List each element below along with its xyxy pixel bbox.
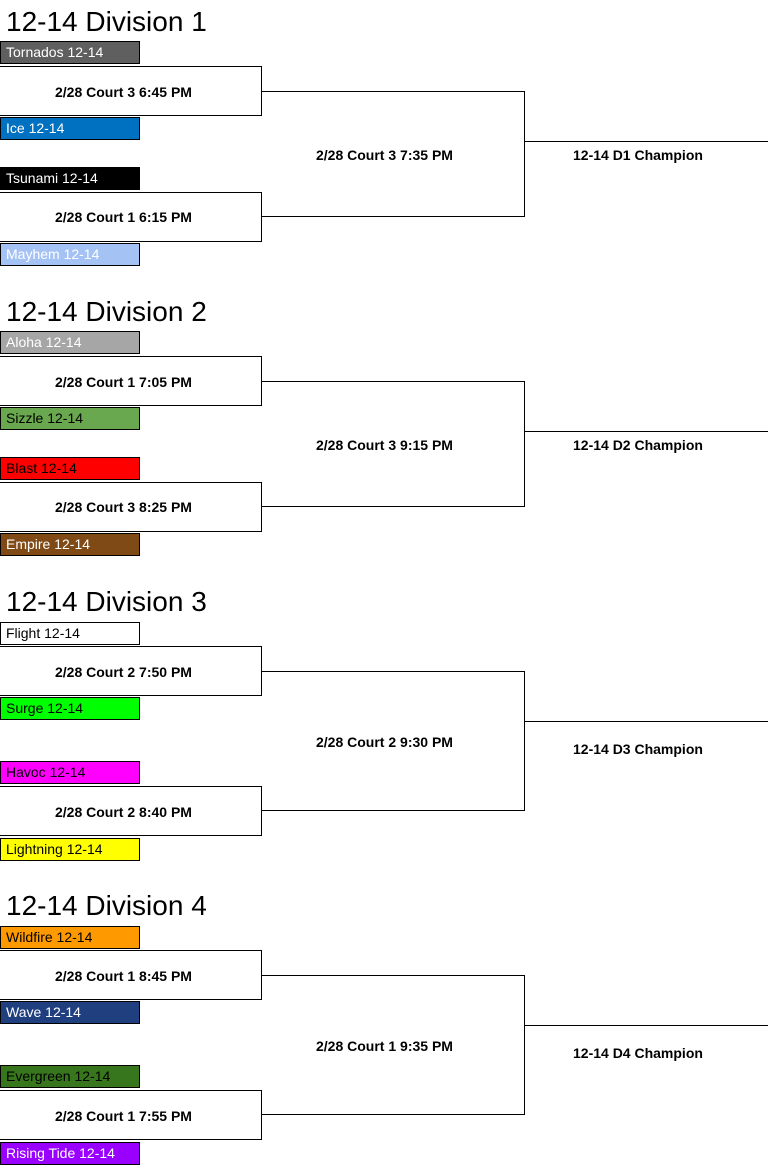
team-cell: Surge 12-14 <box>0 697 140 720</box>
bracket-line <box>261 482 262 532</box>
final-game-label: 2/28 Court 3 9:15 PM <box>316 437 453 453</box>
bracket-line <box>261 786 262 836</box>
team-cell: Rising Tide 12-14 <box>0 1142 140 1165</box>
bracket-line <box>0 115 262 116</box>
bracket-line <box>0 192 262 193</box>
bracket-line <box>261 66 262 116</box>
bracket-line <box>0 482 262 483</box>
bracket-line <box>262 506 525 507</box>
bracket-line <box>0 356 262 357</box>
bracket-line <box>524 671 525 811</box>
team-cell: Ice 12-14 <box>0 117 140 140</box>
bracket-line <box>525 721 768 722</box>
division-title: 12-14 Division 3 <box>6 586 207 617</box>
team-cell: Tornados 12-14 <box>0 41 140 64</box>
bracket-line <box>0 950 262 951</box>
final-game-label: 2/28 Court 1 9:35 PM <box>316 1038 453 1054</box>
team-cell: Evergreen 12-14 <box>0 1065 140 1088</box>
bracket-line <box>261 950 262 1000</box>
semifinal-game-label: 2/28 Court 1 6:15 PM <box>55 209 192 225</box>
bracket-line <box>0 999 262 1000</box>
bracket-line <box>524 91 525 217</box>
bracket-line <box>262 381 525 382</box>
bracket-line <box>261 356 262 406</box>
bracket-line <box>262 671 525 672</box>
bracket-line <box>261 646 262 696</box>
bracket-line <box>0 835 262 836</box>
bracket-line <box>262 1114 525 1115</box>
bracket-line <box>261 1090 262 1140</box>
bracket-line <box>524 381 525 507</box>
semifinal-game-label: 2/28 Court 1 8:45 PM <box>55 968 192 984</box>
bracket-line <box>525 141 768 142</box>
bracket-line <box>0 1139 262 1140</box>
bracket-line <box>0 531 262 532</box>
semifinal-game-label: 2/28 Court 2 7:50 PM <box>55 664 192 680</box>
team-cell: Mayhem 12-14 <box>0 243 140 266</box>
final-game-label: 2/28 Court 2 9:30 PM <box>316 734 453 750</box>
champion-label: 12-14 D3 Champion <box>573 741 703 757</box>
team-cell: Tsunami 12-14 <box>0 167 140 190</box>
team-cell: Lightning 12-14 <box>0 838 140 861</box>
division-title: 12-14 Division 4 <box>6 890 207 921</box>
bracket-line <box>261 192 262 242</box>
team-cell: Wildfire 12-14 <box>0 926 140 949</box>
semifinal-game-label: 2/28 Court 1 7:55 PM <box>55 1108 192 1124</box>
champion-label: 12-14 D1 Champion <box>573 147 703 163</box>
bracket-line <box>0 241 262 242</box>
team-cell: Flight 12-14 <box>0 622 140 645</box>
bracket-line <box>525 1025 768 1026</box>
bracket-line <box>0 405 262 406</box>
semifinal-game-label: 2/28 Court 2 8:40 PM <box>55 804 192 820</box>
team-cell: Blast 12-14 <box>0 457 140 480</box>
bracket-line <box>0 646 262 647</box>
team-cell: Sizzle 12-14 <box>0 407 140 430</box>
bracket-line <box>262 810 525 811</box>
final-game-label: 2/28 Court 3 7:35 PM <box>316 147 453 163</box>
bracket-line <box>525 431 768 432</box>
bracket-line <box>262 91 525 92</box>
semifinal-game-label: 2/28 Court 3 8:25 PM <box>55 499 192 515</box>
champion-label: 12-14 D4 Champion <box>573 1045 703 1061</box>
team-cell: Empire 12-14 <box>0 533 140 556</box>
bracket-line <box>524 975 525 1115</box>
team-cell: Wave 12-14 <box>0 1001 140 1024</box>
team-cell: Aloha 12-14 <box>0 331 140 354</box>
bracket-line <box>0 66 262 67</box>
semifinal-game-label: 2/28 Court 1 7:05 PM <box>55 374 192 390</box>
division-title: 12-14 Division 2 <box>6 296 207 327</box>
bracket-line <box>0 695 262 696</box>
bracket-line <box>0 1090 262 1091</box>
champion-label: 12-14 D2 Champion <box>573 437 703 453</box>
bracket-line <box>262 216 525 217</box>
division-title: 12-14 Division 1 <box>6 6 207 37</box>
bracket-line <box>0 786 262 787</box>
bracket-line <box>262 975 525 976</box>
semifinal-game-label: 2/28 Court 3 6:45 PM <box>55 84 192 100</box>
team-cell: Havoc 12-14 <box>0 761 140 784</box>
